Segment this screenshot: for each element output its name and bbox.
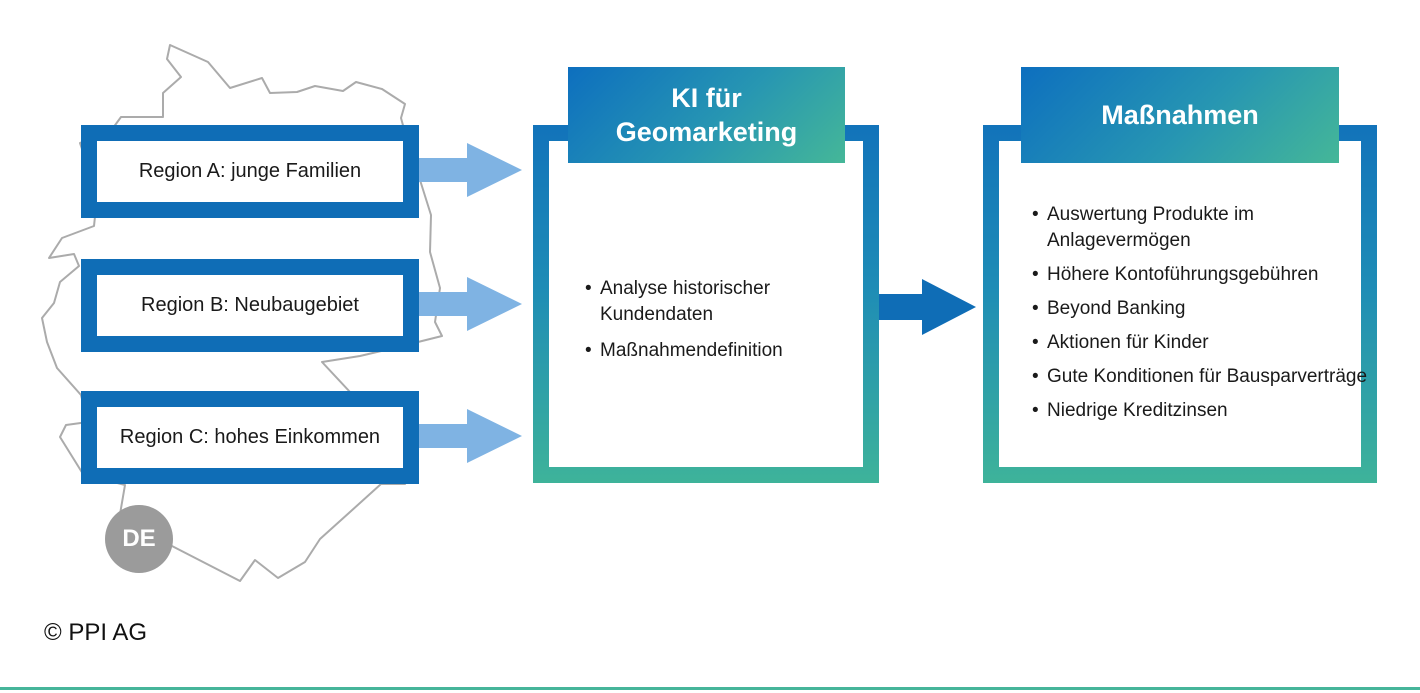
region-a-label: Region A: junge Familien bbox=[138, 160, 362, 182]
region-c-label: Region C: hohes Einkommen bbox=[119, 426, 381, 448]
massnahmen-item: Aktionen für Kinder bbox=[1030, 330, 1370, 356]
massnahmen-title-text: Maßnahmen bbox=[1101, 99, 1259, 130]
region-a-box: Region A: junge Familien bbox=[81, 125, 419, 218]
arrow-ki-to-massnahmen bbox=[879, 279, 976, 335]
copyright-text: © PPI AG bbox=[44, 619, 148, 646]
ki-box-title: KI für Geomarketing bbox=[568, 67, 845, 163]
arrow-region-a bbox=[419, 143, 522, 197]
footer-divider bbox=[0, 687, 1420, 690]
arrow-region-b bbox=[419, 277, 522, 331]
massnahmen-item: Höhere Kontoführungsgebühren bbox=[1030, 262, 1370, 288]
country-badge-label: DE bbox=[122, 525, 156, 552]
massnahmen-item: Gute Konditionen für Bausparverträge bbox=[1030, 364, 1370, 390]
ki-box-content: Analyse historischer Kundendaten Maßnahm… bbox=[549, 141, 863, 467]
massnahmen-item: Niedrige Kreditzinsen bbox=[1030, 398, 1370, 424]
massnahmen-box: Auswertung Produkte im Anlagevermögen Hö… bbox=[983, 125, 1377, 483]
country-badge: DE bbox=[105, 505, 173, 573]
ki-item: Maßnahmendefinition bbox=[583, 338, 873, 364]
massnahmen-item-list: Auswertung Produkte im Anlagevermögen Hö… bbox=[1030, 202, 1370, 432]
ki-item-list: Analyse historischer Kundendaten Maßnahm… bbox=[583, 276, 873, 374]
ki-item: Analyse historischer Kundendaten bbox=[583, 276, 873, 328]
region-b-box: Region B: Neubaugebiet bbox=[81, 259, 419, 352]
region-b-label: Region B: Neubaugebiet bbox=[141, 294, 359, 316]
ki-title-line2: Geomarketing bbox=[615, 117, 798, 147]
ki-title-line1: KI für bbox=[671, 83, 742, 113]
ki-geomarketing-box: Analyse historischer Kundendaten Maßnahm… bbox=[533, 125, 879, 483]
massnahmen-item: Auswertung Produkte im Anlagevermögen bbox=[1030, 202, 1370, 254]
massnahmen-box-content: Auswertung Produkte im Anlagevermögen Hö… bbox=[999, 141, 1367, 467]
massnahmen-item: Beyond Banking bbox=[1030, 296, 1370, 322]
arrow-region-c bbox=[419, 409, 522, 463]
region-c-box: Region C: hohes Einkommen bbox=[81, 391, 419, 484]
massnahmen-box-title: Maßnahmen bbox=[1021, 67, 1339, 163]
